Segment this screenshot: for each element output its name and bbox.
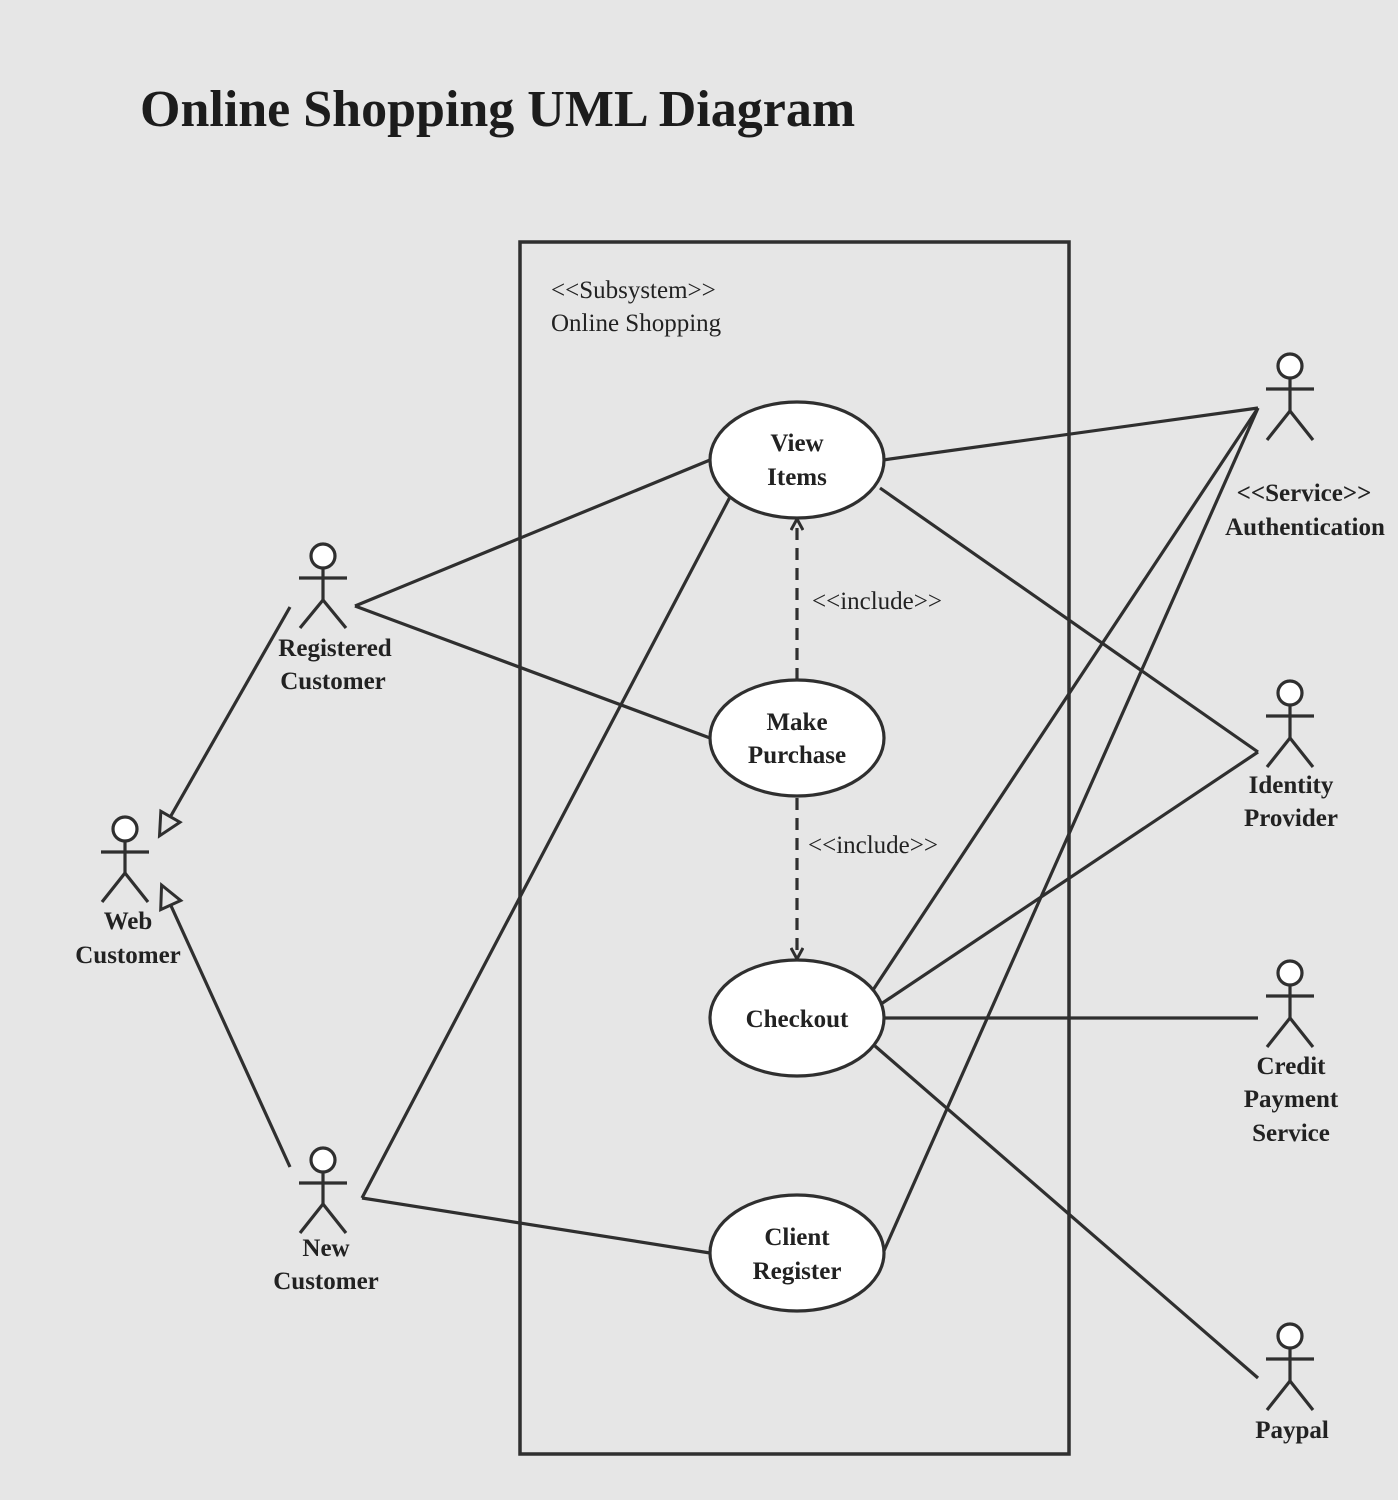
actor-web-customer[interactable]: Web Customer	[75, 815, 181, 969]
assoc-view-items-identity	[879, 486, 1259, 754]
generalization-registered-web	[157, 606, 292, 839]
assoc-client-register-authentication	[881, 407, 1260, 1254]
make-purchase-label-1: Make	[766, 709, 827, 736]
paypal-figure-icon	[1265, 1322, 1315, 1411]
credit-payment-label-3: Service	[1252, 1120, 1330, 1147]
assoc-checkout-paypal	[873, 1044, 1260, 1380]
assoc-new-client-register	[361, 1196, 711, 1255]
assoc-checkout-authentication	[871, 407, 1260, 991]
checkout-label: Checkout	[746, 1006, 849, 1033]
identity-provider-label-1: Identity	[1249, 772, 1334, 799]
actor-credit-payment-service[interactable]: Credit Payment Service	[1244, 959, 1339, 1147]
associations	[354, 406, 1260, 1380]
registered-customer-figure-icon	[298, 542, 348, 630]
use-case-client-register[interactable]: Client Register	[708, 1193, 886, 1313]
actor-registered-customer[interactable]: Registered Customer	[278, 542, 392, 695]
registered-customer-label-2: Customer	[280, 668, 386, 695]
assoc-view-items-authentication	[882, 406, 1259, 462]
web-customer-label-1: Web	[104, 908, 153, 935]
subsystem-boundary	[518, 240, 1071, 1456]
subsystem-name: Online Shopping	[551, 310, 722, 337]
actor-authentication[interactable]: <<Service>> Authentication	[1225, 352, 1385, 541]
identity-provider-figure-icon	[1265, 679, 1315, 768]
client-register-label-2: Register	[753, 1258, 842, 1285]
include-label-2: <<include>>	[808, 832, 938, 859]
web-customer-label-2: Customer	[75, 942, 181, 969]
subsystem-stereotype: <<Subsystem>>	[551, 277, 716, 304]
actor-paypal[interactable]: Paypal	[1255, 1322, 1329, 1444]
authentication-stereotype: <<Service>>	[1237, 480, 1372, 507]
client-register-label-1: Client	[764, 1224, 830, 1251]
view-items-label-1: View	[770, 430, 823, 457]
include-label-1: <<include>>	[812, 588, 942, 615]
assoc-registered-view-items	[354, 458, 711, 608]
authentication-figure-icon	[1265, 352, 1315, 441]
assoc-new-view-items	[360, 496, 732, 1199]
page-title: Online Shopping UML Diagram	[140, 81, 855, 138]
credit-payment-figure-icon	[1265, 959, 1315, 1048]
new-customer-label-2: Customer	[273, 1268, 379, 1295]
assoc-checkout-identity	[880, 750, 1259, 1006]
actor-new-customer[interactable]: New Customer	[273, 1146, 379, 1295]
authentication-label: Authentication	[1225, 514, 1385, 541]
make-purchase-label-2: Purchase	[748, 742, 846, 769]
assoc-registered-make-purchase	[354, 604, 711, 740]
use-case-view-items[interactable]: View Items	[708, 400, 886, 520]
generalization-new-web	[159, 882, 292, 1168]
new-customer-figure-icon	[298, 1146, 348, 1234]
use-case-make-purchase[interactable]: Make Purchase	[708, 678, 886, 798]
credit-payment-label-2: Payment	[1244, 1086, 1339, 1113]
paypal-label: Paypal	[1255, 1417, 1329, 1444]
web-customer-figure-icon	[100, 815, 150, 903]
view-items-label-2: Items	[767, 464, 827, 491]
use-case-checkout[interactable]: Checkout	[708, 958, 886, 1078]
identity-provider-label-2: Provider	[1244, 805, 1338, 832]
actor-identity-provider[interactable]: Identity Provider	[1244, 679, 1338, 832]
registered-customer-label-1: Registered	[278, 635, 391, 662]
credit-payment-label-1: Credit	[1257, 1053, 1327, 1080]
new-customer-label-1: New	[302, 1235, 349, 1262]
